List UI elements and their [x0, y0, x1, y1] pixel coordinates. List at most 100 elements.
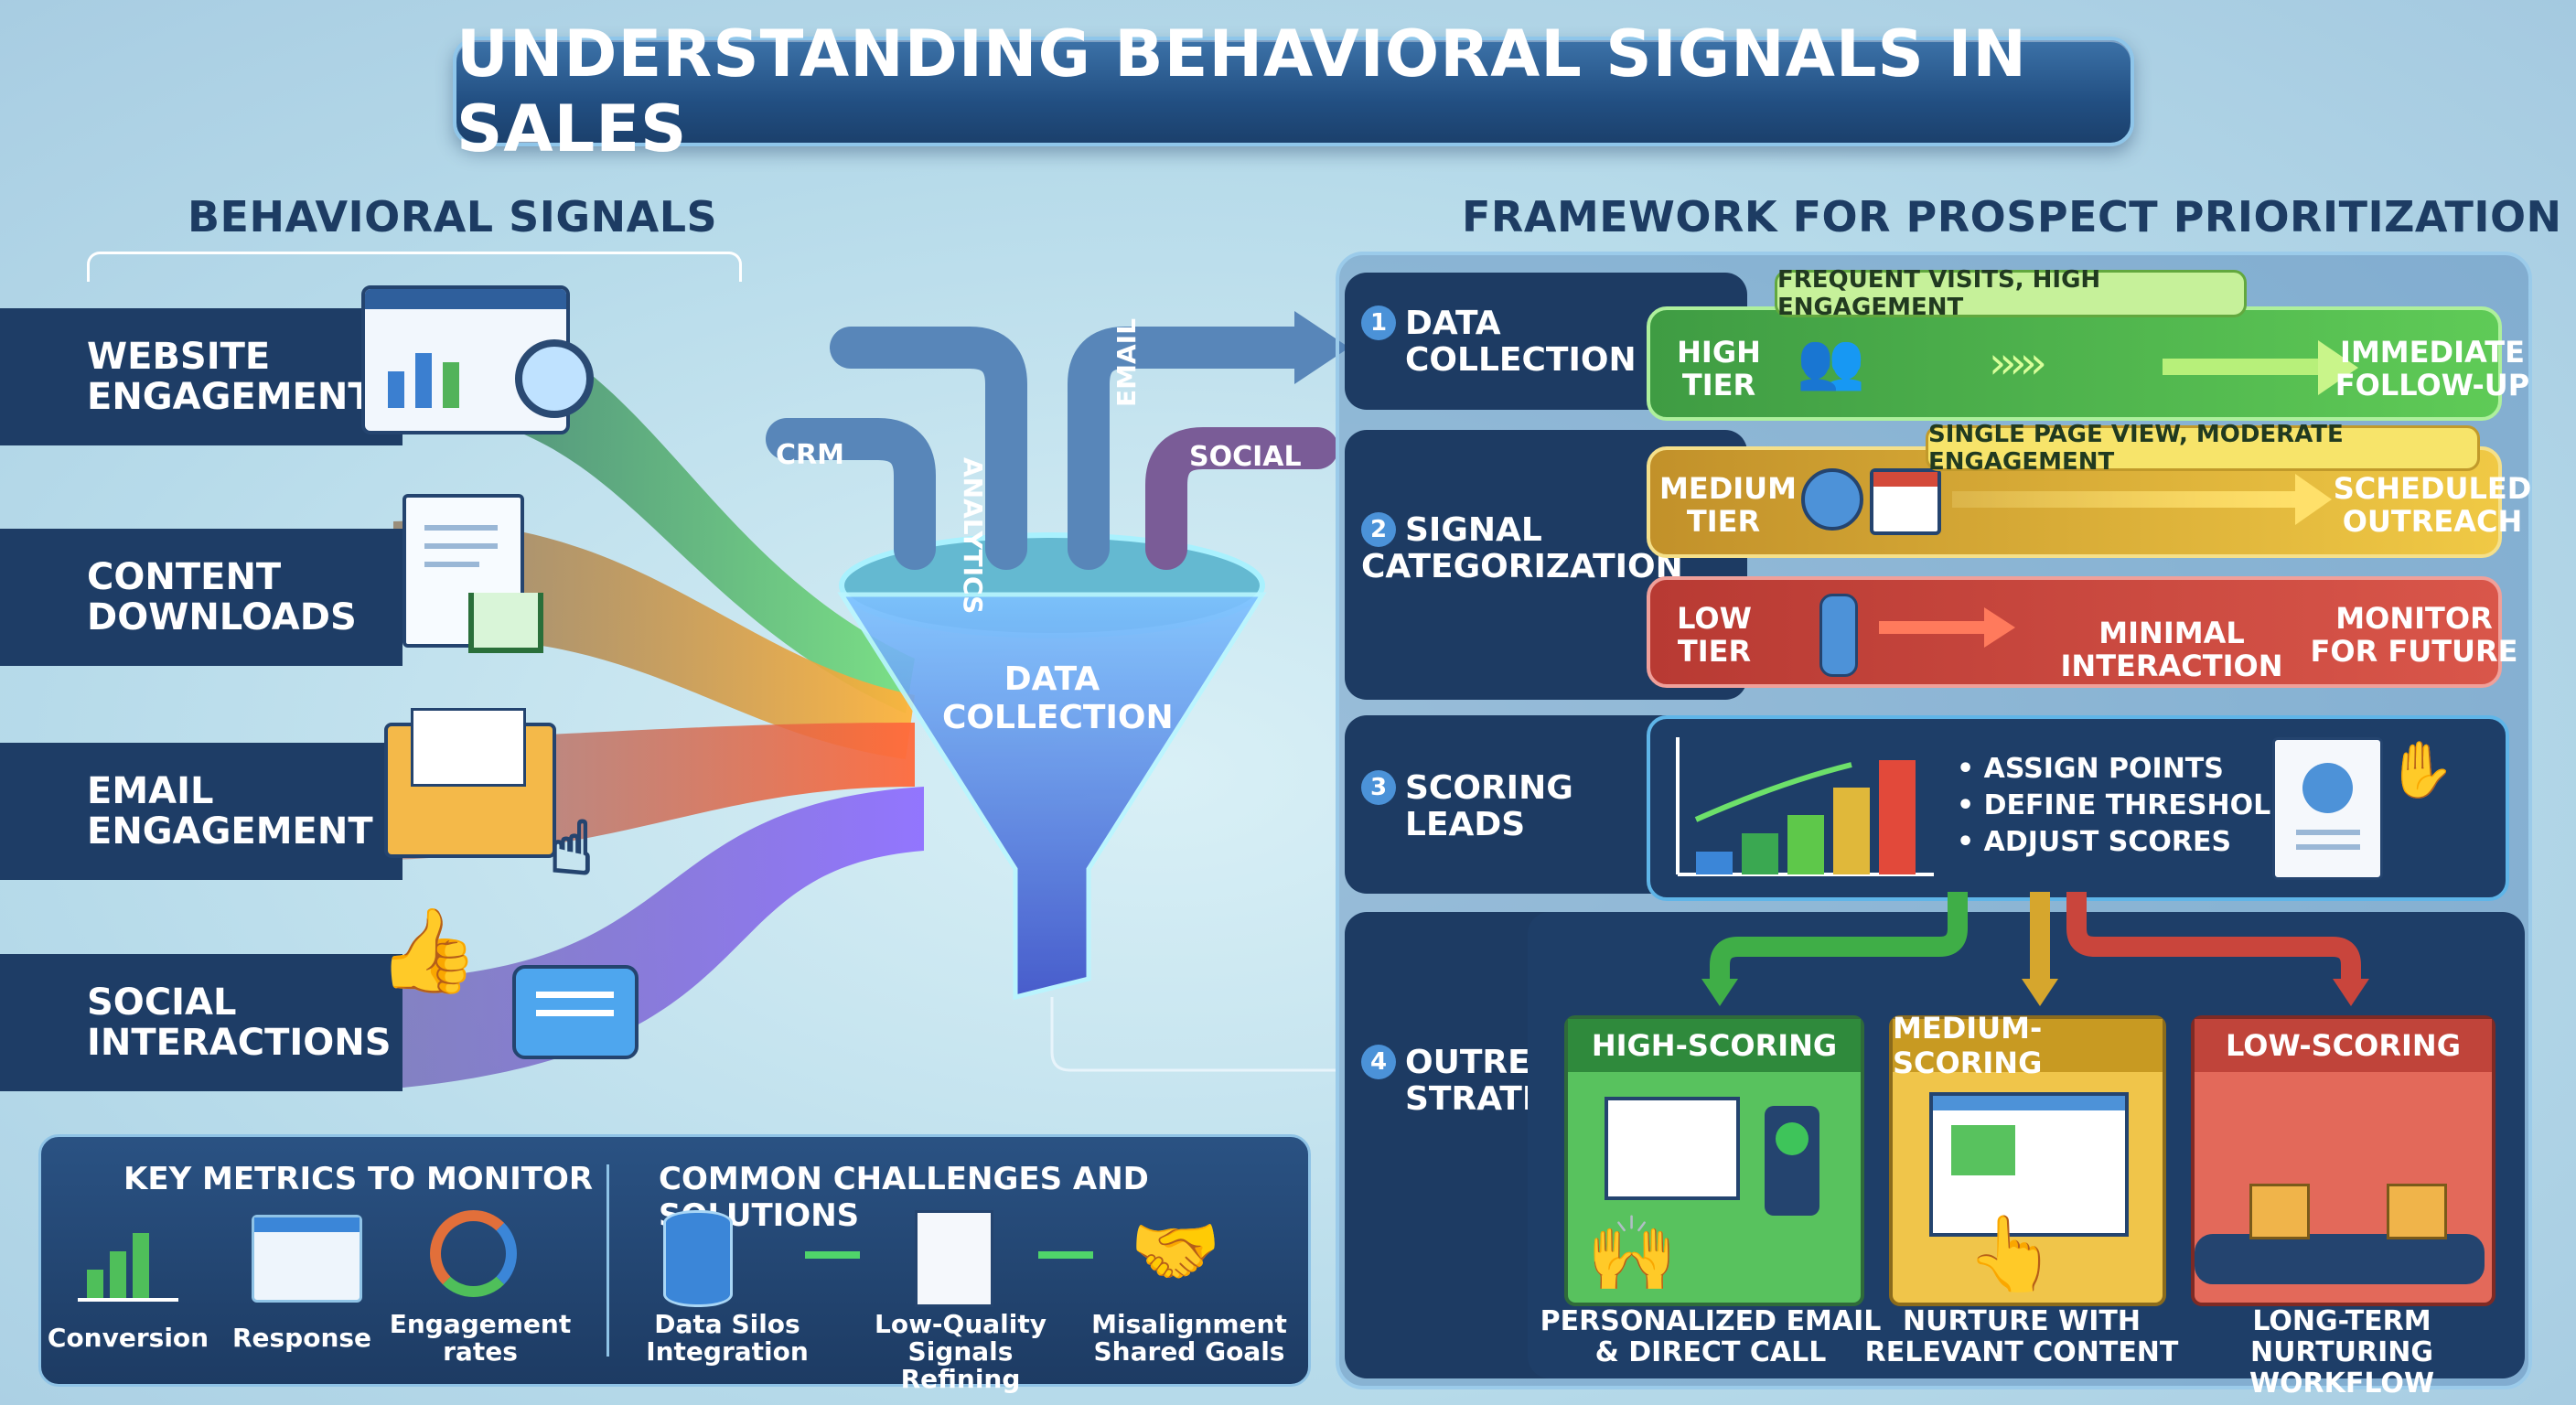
tier-line2: TIER — [1677, 634, 1752, 669]
funnel-body — [837, 592, 1267, 1001]
envelope-icon: ☝ — [384, 708, 595, 893]
medium-scoring-caption: NURTURE WITH RELEVANT CONTENT — [1852, 1306, 2191, 1368]
step-line2: LEADS — [1405, 806, 1526, 843]
pipe-label-crm: CRM — [776, 439, 844, 471]
bullet-adjust-scores: • ADJUST SCORES — [1957, 826, 2232, 858]
metric-engagement-rates: Engagement rates — [389, 1311, 572, 1366]
title-banner: UNDERSTANDING BEHAVIORAL SIGNALS IN SALE… — [453, 16, 2134, 166]
signal-line2: ENGAGEMENT — [87, 376, 373, 418]
score-chart-icon — [1676, 737, 1934, 876]
bullet-define-thresholds: • DEFINE THRESHOLDS — [1957, 789, 2313, 821]
low-scoring-card: LOW-SCORING — [2191, 1015, 2496, 1306]
step-number: 1 — [1361, 306, 1396, 340]
funnel-label-line2: COLLECTION — [942, 699, 1174, 736]
hand-star-icon: ✋ — [2387, 738, 2455, 802]
tier-action-line2: FOR FUTURE — [2310, 634, 2518, 669]
conveyor-belt-icon — [2195, 1234, 2485, 1284]
challenge-line2: Integration — [646, 1336, 809, 1367]
team-stars-icon: 👥 — [1797, 329, 1865, 393]
bullet-assign-points: • ASSIGN POINTS — [1957, 753, 2224, 785]
arrow-head-icon — [2295, 474, 2332, 525]
tier-line1: MEDIUM — [1659, 471, 1797, 506]
step-number: 3 — [1361, 770, 1396, 805]
metric-line1: Conversion — [47, 1323, 209, 1353]
box-icon — [2249, 1184, 2310, 1239]
caption-line1: NURTURE WITH — [1903, 1305, 2141, 1337]
tier-action-line2: OUTREACH — [2342, 504, 2523, 539]
pipe-email — [1068, 327, 1320, 570]
caption-line2: NURTURING WORKFLOW — [2249, 1336, 2435, 1400]
high-tier-row: HIGH TIER 👥 ››››› IMMEDIATE FOLLOW-UP — [1647, 306, 2529, 421]
behavioral-signals-heading: BEHAVIORAL SIGNALS — [188, 192, 718, 241]
envelope-icon — [1605, 1097, 1740, 1200]
signal-line1: CONTENT — [87, 556, 282, 598]
challenge-line2: Refining — [900, 1364, 1021, 1394]
divider — [606, 1164, 609, 1357]
pipe-social — [1145, 427, 1338, 570]
pipe-label-social: SOCIAL — [1189, 441, 1302, 473]
pointing-hand-icon: 👆 — [1966, 1211, 2057, 1296]
page-title: UNDERSTANDING BEHAVIORAL SIGNALS IN SALE… — [456, 16, 2027, 166]
challenge-data-silos: Data Silos Integration — [627, 1311, 828, 1366]
low-scoring-caption: LONG-TERM NURTURING WORKFLOW — [2168, 1306, 2516, 1400]
framework-heading: FRAMEWORK FOR PROSPECT PRIORITIZATION — [1462, 192, 2562, 241]
profile-card-icon — [2272, 737, 2383, 880]
response-screen-icon — [252, 1215, 362, 1303]
caption-line2: RELEVANT CONTENT — [1864, 1336, 2179, 1368]
high-scoring-caption: PERSONALIZED EMAIL & DIRECT CALL — [1528, 1306, 1894, 1368]
analytics-screen-icon — [361, 285, 594, 434]
bottom-panel: KEY METRICS TO MONITOR COMMON CHALLENGES… — [38, 1134, 1311, 1393]
standing-person-icon — [1819, 594, 1858, 677]
metric-conversion: Conversion — [41, 1325, 215, 1352]
engagement-gauge-icon — [430, 1210, 517, 1297]
funnel-label-line1: DATA — [1004, 660, 1100, 698]
document-download-icon — [402, 494, 543, 653]
challenge-line2: Shared Goals — [1093, 1336, 1285, 1367]
step-line1: SIGNAL — [1405, 511, 1542, 549]
step-line1: SCORING — [1405, 769, 1573, 807]
signal-line1: WEBSITE — [87, 336, 271, 378]
signal-line2: ENGAGEMENT — [87, 810, 373, 853]
tier-line1: LOW — [1677, 601, 1752, 636]
step-line2: CATEGORIZATION — [1361, 548, 1683, 585]
pipe-email-arrow — [1294, 311, 1349, 384]
low-tier-middle: MINIMAL INTERACTION — [2060, 616, 2283, 683]
signal-line1: EMAIL — [87, 770, 214, 812]
challenge-low-quality: Low-Quality Signals Refining — [828, 1311, 1093, 1393]
chevron-arrows-icon: ››››› — [1989, 338, 2047, 389]
caption-line1: PERSONALIZED EMAIL — [1540, 1305, 1882, 1337]
funnel-label: DATA COLLECTION — [942, 660, 1174, 737]
metrics-heading: KEY METRICS TO MONITOR — [123, 1161, 594, 1197]
metric-line2: rates — [443, 1336, 518, 1367]
challenge-line1: Data Silos — [654, 1309, 800, 1339]
challenge-misalignment: Misalignment Shared Goals — [1084, 1311, 1294, 1366]
challenge-line1: Low-Quality Signals — [874, 1309, 1047, 1367]
step-line2: COLLECTION — [1405, 341, 1637, 379]
step-data-collection: 1 DATA COLLECTION — [1345, 273, 1747, 410]
card-heading: HIGH-SCORING — [1568, 1019, 1861, 1072]
step-number: 2 — [1361, 512, 1396, 547]
tier-line2: TIER — [1681, 368, 1756, 402]
pipe-analytics — [830, 327, 1027, 570]
card-heading: MEDIUM-SCORING — [1893, 1011, 2163, 1080]
tier-action-line1: SCHEDULED — [2333, 471, 2532, 506]
thumbs-up-icon: 👍 — [377, 903, 480, 999]
scoring-bullets: • ASSIGN POINTS • DEFINE THRESHOLDS • AD… — [1957, 751, 2313, 861]
outreach-branch-arrows — [1701, 892, 2369, 1006]
tier-line1: HIGH — [1677, 335, 1761, 370]
metric-line1: Response — [231, 1323, 372, 1353]
medium-tier-tag: SINGLE PAGE VIEW, MODERATE ENGAGEMENT — [1926, 421, 2480, 476]
heading-bracket — [87, 252, 742, 282]
metric-response: Response — [210, 1325, 393, 1352]
caption-line2: & DIRECT CALL — [1594, 1336, 1827, 1368]
step-line1: DATA — [1405, 305, 1501, 342]
pipe-label-email: EMAIL — [1111, 318, 1142, 407]
tier-action-line1: IMMEDIATE — [2340, 335, 2525, 370]
tier-action-line2: FOLLOW-UP — [2334, 368, 2530, 402]
arrow-right-icon — [805, 1251, 860, 1259]
